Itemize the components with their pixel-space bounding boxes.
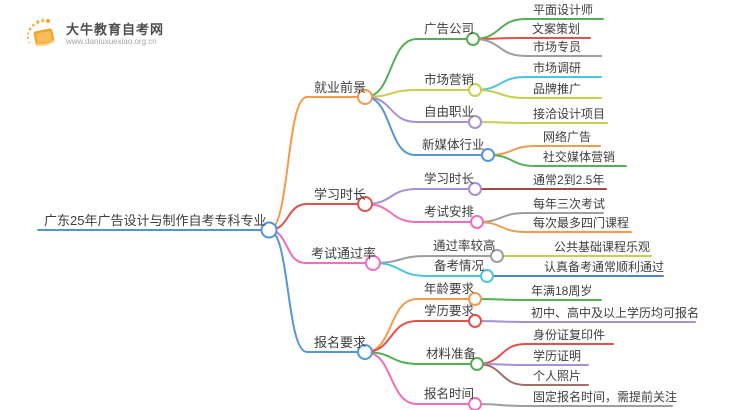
book-rays-icon	[26, 18, 55, 46]
edge-xmthy	[364, 96, 416, 156]
edge-tgljg	[372, 255, 428, 264]
junction-xxsc[interactable]	[357, 196, 373, 212]
node-wlgg[interactable]: 网络广告	[543, 130, 592, 144]
junction-root[interactable]	[260, 221, 278, 239]
junction-xlyq[interactable]	[468, 314, 482, 328]
edge-nm18	[474, 298, 525, 301]
node-bkqk[interactable]: 备考情况	[434, 259, 485, 273]
junction-bmyq[interactable]	[357, 344, 373, 360]
node-jyqj[interactable]: 就业前景	[314, 80, 367, 95]
node-tc25[interactable]: 通常2到2.5年	[533, 173, 605, 187]
node-ggjc[interactable]: 公共基础课程乐观	[554, 240, 651, 254]
node-grzp[interactable]: 个人照片	[533, 369, 582, 383]
node-rzbk[interactable]: 认真备考通常顺利通过	[544, 260, 665, 274]
node-xmthy[interactable]: 新媒体行业	[422, 138, 485, 152]
junction-clzb[interactable]	[470, 357, 484, 371]
junction-gggs[interactable]	[466, 32, 480, 46]
edge-scdy	[474, 76, 527, 91]
node-bmsj[interactable]: 报名时间	[424, 387, 475, 401]
edge-nlyq	[364, 298, 418, 353]
edge-wlgg	[487, 145, 537, 156]
edge-gggs	[364, 38, 418, 98]
node-xxsc2[interactable]: 学习时长	[424, 172, 475, 186]
edge-xxsc2	[364, 188, 418, 205]
node-xxsc[interactable]: 学习时长	[314, 187, 367, 202]
junction-kstgl[interactable]	[365, 255, 381, 271]
edge-grzp	[476, 363, 527, 386]
node-mnsc[interactable]: 每年三次考试	[533, 197, 606, 211]
edge-mnsc	[476, 212, 527, 223]
edge-gdbm	[474, 403, 527, 407]
edge-sczy	[472, 38, 527, 57]
book-glyph	[33, 28, 55, 46]
edge-ksap	[364, 203, 418, 223]
node-czgz[interactable]: 初中、高中及以上学历均可报名	[531, 306, 700, 320]
node-sczy[interactable]: 市场专员	[533, 40, 582, 54]
node-nm18[interactable]: 年满18周岁	[531, 284, 593, 298]
junction-jyqj[interactable]	[357, 89, 373, 105]
node-gdbm[interactable]: 固定报名时间，需提前关注	[533, 390, 678, 404]
node-wach[interactable]: 文案策划	[532, 22, 581, 36]
node-jqsj[interactable]: 接洽设计项目	[533, 107, 606, 121]
junction-nlyq[interactable]	[468, 292, 482, 306]
edge-layer	[268, 18, 548, 407]
edge-pmsjs	[472, 18, 527, 40]
site-logo[interactable]: 大牛教育自考网 www.daniuxuexiao.org.cn	[22, 8, 252, 60]
junction-layer	[260, 32, 504, 410]
node-gggs[interactable]: 广告公司	[424, 22, 475, 36]
edge-mczd	[476, 221, 527, 233]
junction-ksap[interactable]	[470, 215, 484, 229]
edge-sfz	[476, 343, 527, 365]
site-name: 大牛教育自考网	[66, 22, 165, 37]
edge-czgz	[474, 320, 525, 323]
junction-zyzy[interactable]	[468, 115, 482, 129]
junction-tgljg[interactable]	[490, 249, 504, 263]
edge-jyqj	[268, 96, 308, 231]
node-pmsjs[interactable]: 平面设计师	[533, 3, 594, 17]
node-scyx[interactable]: 市场营销	[424, 73, 475, 87]
edge-sjmt	[487, 154, 537, 167]
ray-dots	[26, 18, 51, 44]
node-zyzy[interactable]: 自由职业	[424, 105, 475, 119]
node-root[interactable]: 广东25年广告设计与制作自考专科专业	[44, 213, 267, 228]
node-xlyq[interactable]: 学历要求	[424, 304, 475, 318]
node-nlyq[interactable]: 年龄要求	[424, 282, 475, 296]
node-mczd[interactable]: 每次最多四门课程	[533, 216, 630, 230]
edge-pptg	[474, 89, 527, 99]
node-tgljg[interactable]: 通过率较高	[433, 239, 496, 253]
underline-layer	[37, 18, 696, 407]
node-sfz[interactable]: 身份证复印件	[533, 328, 606, 342]
node-xlzm[interactable]: 学历证明	[533, 349, 582, 363]
junction-scyx[interactable]	[468, 83, 482, 97]
node-clzb[interactable]: 材料准备	[426, 347, 477, 361]
junction-bkqk[interactable]	[480, 269, 494, 283]
node-scdy[interactable]: 市场调研	[533, 61, 582, 75]
junction-bmsj[interactable]	[468, 397, 482, 410]
edge-bmsj	[364, 351, 418, 405]
junction-xmthy[interactable]	[481, 148, 495, 162]
node-ksap[interactable]: 考试安排	[424, 205, 475, 219]
node-bmyq[interactable]: 报名要求	[314, 335, 367, 350]
edge-jqsj	[474, 121, 527, 124]
junction-xxsc2[interactable]	[468, 182, 482, 196]
edge-bkqk	[372, 262, 428, 277]
node-kstgl[interactable]: 考试通过率	[311, 246, 377, 261]
node-pptg[interactable]: 品牌推广	[533, 82, 582, 96]
node-sjmt[interactable]: 社交媒体营销	[543, 150, 616, 164]
site-url: www.daniuxuexiao.org.cn	[66, 37, 157, 46]
edge-zyzy	[364, 96, 418, 123]
